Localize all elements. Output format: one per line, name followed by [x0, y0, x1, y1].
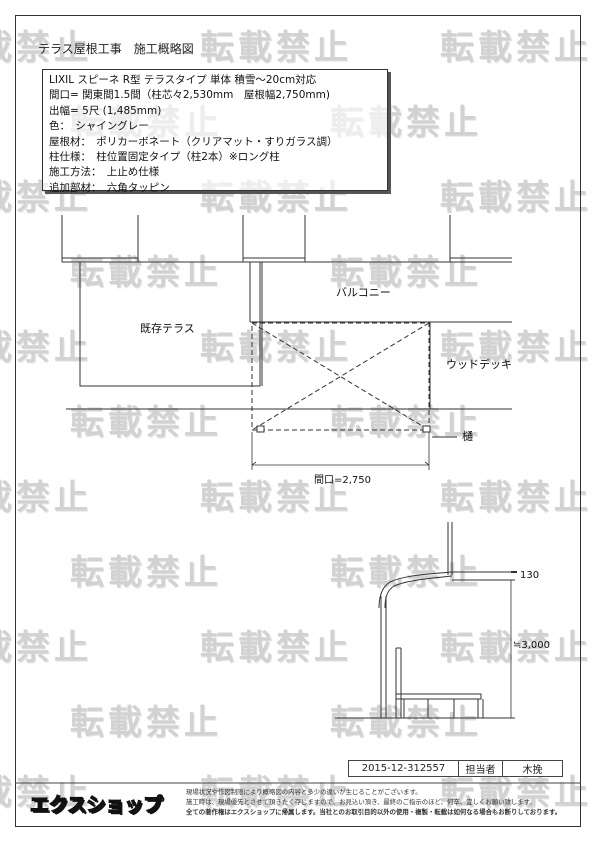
spec-projection: 出幅= 5尺 (1,485mm) [49, 104, 162, 117]
footer-notes: 現場状況や作図制限により概略図の内容と多少の違いが生じることがございます。 施工… [186, 787, 564, 817]
spec-product: LIXIL スピーネ R型 テラスタイプ 単体 積雪～20cm対応 [49, 74, 317, 86]
label-height-dimension: ≒3,000 [513, 640, 551, 651]
spec-post: 柱仕様： 柱位置固定タイプ（柱2本）※ロング柱 [49, 151, 280, 164]
document-info-row: 2015-12-312557 担当者 木挽 [348, 760, 563, 777]
label-existing-terrace: 既存テラス [140, 322, 195, 335]
spec-method: 施工方法： 上止め仕様 [49, 166, 160, 179]
side-elevation [335, 522, 517, 719]
brand-name: エクスショップ [29, 793, 163, 816]
specification-box: LIXIL スピーネ R型 テラスタイプ 単体 積雪～20cm対応 間口= 関東… [42, 69, 388, 194]
drawing-frame [15, 15, 581, 827]
staff-name: 木挽 [522, 765, 543, 776]
spec-color: 色： シャイングレー [49, 120, 149, 133]
brand-logo: エクスショップ [29, 787, 170, 819]
footer-note: 全ての著作権はエクスショップに帰属します。当社とのお取引目的以外の使用・複製・転… [186, 808, 562, 816]
label-wood-deck: ウッドデッキ [446, 358, 512, 371]
new-terrace-roof [251, 322, 430, 431]
label-gutter: 樋 [462, 430, 473, 443]
label-balcony: バルコニー [336, 286, 391, 299]
post-marker [256, 425, 265, 433]
spec-roof-material: 屋根材： ポリカーボネート（クリアマット・すりガラス調） [49, 135, 338, 148]
spec-extra-parts: 追加部材： 六角タッピン [49, 181, 170, 194]
spec-frontage: 間口= 関東間1.5間（柱芯々2,530mm 屋根幅2,750mm) [49, 89, 330, 102]
frontage-dimension [251, 432, 430, 470]
label-top-dimension: 130 [520, 570, 540, 581]
label-frontage-dimension: 間口=2,750 [314, 475, 372, 486]
post-marker [422, 425, 431, 433]
drawing-title: テラス屋根工事 施工概略図 [38, 42, 194, 56]
footer-note: 施工時は、現場優先とさせて頂きたく存じますので、お見込い頂き、最終のご指示のほど… [186, 798, 536, 806]
footer-note: 現場状況や作図制限により概略図の内容と多少の違いが生じることがございます。 [186, 788, 422, 796]
existing-terrace-outline [79, 261, 261, 387]
document-number: 2015-12-312557 [349, 761, 459, 776]
staff-label: 担当者 [459, 761, 503, 776]
